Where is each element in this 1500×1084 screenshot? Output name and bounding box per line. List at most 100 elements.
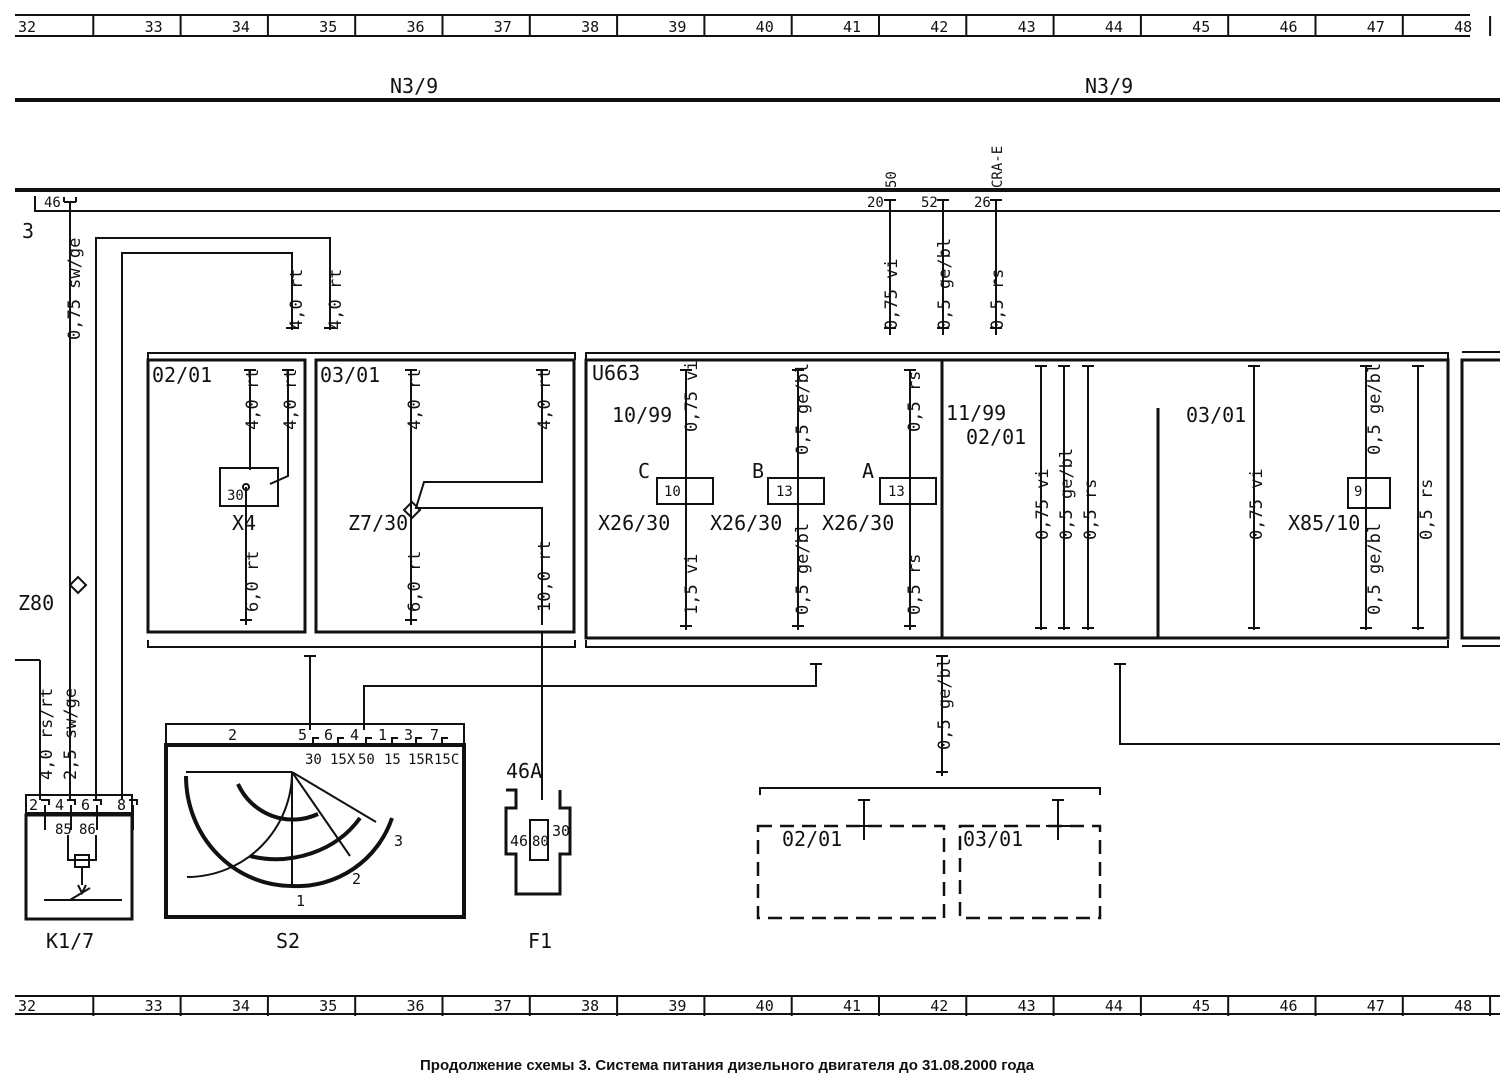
grid-cell-39: 39 [668,18,686,36]
wire-label-vi-m: 0,75 vi [1033,468,1053,540]
label-x8510: X85/10 [1288,511,1360,535]
wire-label-swge-25: 2,5 sw/ge [61,688,81,780]
label-f46: 46 [510,832,528,850]
wire-label-swge: 0,75 sw/ge [65,238,85,340]
grid-cell-48: 48 [1454,18,1472,36]
wire-label-rt-a: 4,0 rt [287,269,307,330]
bus-pin-46: 46 [44,195,61,211]
relay-pin-6: 6 [81,796,90,814]
wire-label-rt-60a: 6,0 rt [243,551,263,612]
grid-cell-33: 33 [145,997,163,1015]
wire-label-rt-d: 4,0 rt [281,369,301,430]
box2-variant: 03/01 [320,363,380,387]
wire-label-rt-e: 4,0 rt [405,369,425,430]
conn-c: C [638,459,650,483]
grid-cell-41: 41 [843,18,861,36]
grid-cell-41: 41 [843,997,861,1015]
caption: Продолжение схемы 3. Система питания диз… [420,1057,1035,1074]
wire-label-rs-a1: 0,5 rs [905,371,925,432]
switch-pin-3: 3 [404,726,413,744]
relay-inner-86: 86 [79,822,96,838]
pin-10: 10 [664,484,681,500]
u663-variant-0201: 02/01 [966,425,1026,449]
grid-cell-38: 38 [581,18,599,36]
relay-pin-8: 8 [117,796,126,814]
u663-variant-0301: 03/01 [1186,403,1246,427]
switch-pos-1: 1 [296,892,305,910]
grid-cell-47: 47 [1367,997,1385,1015]
wire-label-rs-a2: 0,5 rs [905,554,925,615]
grid-cell-43: 43 [1018,18,1036,36]
grid-cell-42: 42 [930,18,948,36]
label-x2630-b: X26/30 [710,511,782,535]
label-k17: K1/7 [46,929,94,953]
grid-cell-47: 47 [1367,18,1385,36]
switch-pin-6: 6 [324,726,333,744]
grid-cell-45: 45 [1192,997,1210,1015]
wire-label-gebl-b1: 0,5 ge/bl [793,363,813,455]
switch-pin-2: 2 [228,726,237,744]
pin-9: 9 [1354,484,1362,500]
wire-label-gebl-low: 0,5 ge/bl [935,658,955,750]
u663-label: U663 [592,361,640,385]
wire-label-vi-r: 0,75 vi [1247,468,1267,540]
switch-term-15: 15 [384,752,401,768]
grid-cell-46: 46 [1279,997,1297,1015]
grid-cell-46: 46 [1279,18,1297,36]
wire-label-rt-c: 4,0 rt [243,369,263,430]
label-f30: 30 [552,822,570,840]
wire-label-gebl-m: 0,5 ge/bl [1057,448,1077,540]
bus-pin-20: 20 [867,195,884,211]
bus-label-left: N3/9 [390,74,438,98]
grid-cell-34: 34 [232,18,250,36]
label-f1: F1 [528,929,552,953]
wire-label-vi-15: 1,5 vi [682,554,702,615]
label-f80: 80 [532,834,549,850]
grid-cell-33: 33 [145,18,163,36]
grid-cell-32: 32 [18,997,36,1015]
dashed-box2-variant: 03/01 [963,827,1023,851]
wire-label-rsrt: 4,0 rs/rt [37,688,57,780]
dashed-box1-variant: 02/01 [782,827,842,851]
bus-label-right: N3/9 [1085,74,1133,98]
relay-pin-4: 4 [55,796,64,814]
label-x4: X4 [232,511,256,535]
wire-label-vi-c: 0,75 vi [682,360,702,432]
wire-label-rt-b: 4,0 rt [326,269,346,330]
grid-cell-40: 40 [756,18,774,36]
u663-variant-1099: 10/99 [612,403,672,427]
grid-cell-45: 45 [1192,18,1210,36]
switch-term-15R: 15R [408,752,434,768]
switch-term-50: 50 [358,752,375,768]
grid-cell-37: 37 [494,18,512,36]
switch-term-15X: 15X [330,752,356,768]
label-z80: Z80 [18,591,54,615]
grid-cell-48: 48 [1454,997,1472,1015]
grid-cell-32: 32 [18,18,36,36]
wire-label-gebl-r1: 0,5 ge/bl [1365,363,1385,455]
grid-cell-38: 38 [581,997,599,1015]
wire-label-rs-m: 0,5 rs [1081,479,1101,540]
grid-cell-36: 36 [406,997,424,1015]
switch-pin-7: 7 [430,726,439,744]
wire-label-vi-top: 0,75 vi [882,258,902,330]
grid-cell-36: 36 [406,18,424,36]
grid-cell-39: 39 [668,997,686,1015]
grid-cell-40: 40 [756,997,774,1015]
bus-pin-52: 52 [921,195,938,211]
wire-label-gebl-b2: 0,5 ge/bl [793,523,813,615]
switch-term-15C: 15C [434,752,459,768]
grid-cell-37: 37 [494,997,512,1015]
label-z730: Z7/30 [348,511,408,535]
grid-cell-44: 44 [1105,18,1123,36]
label-s2: S2 [276,929,300,953]
label-f46a: 46A [506,759,542,783]
switch-pin-1: 1 [378,726,387,744]
bus-top-cra: CRA-E [990,146,1006,188]
relay-pin-2: 2 [29,796,38,814]
wire-label-rs-top: 0,5 rs [988,269,1008,330]
grid-cell-44: 44 [1105,997,1123,1015]
wire-label-rt-60b: 6,0 rt [405,551,425,612]
grid-cell-34: 34 [232,997,250,1015]
